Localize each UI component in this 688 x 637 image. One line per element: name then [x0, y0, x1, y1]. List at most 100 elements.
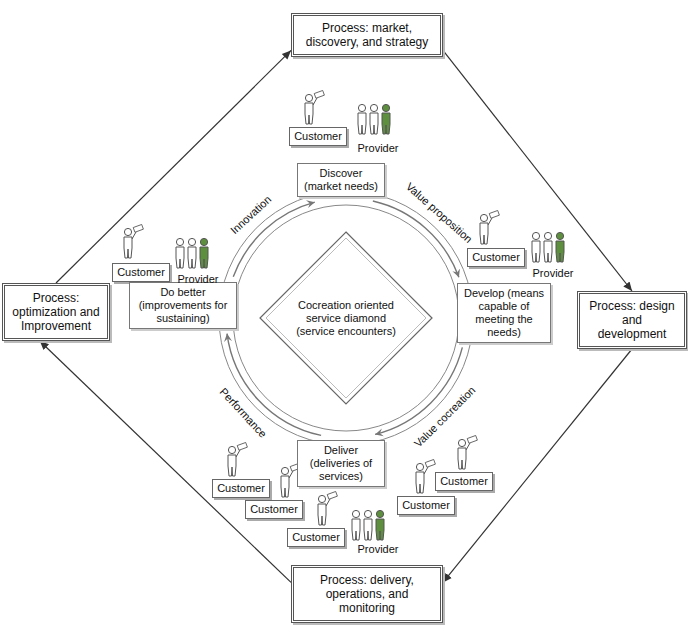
person-body	[358, 113, 366, 134]
node-text: Do better (improvements for sustaining)	[134, 286, 232, 325]
customer-box: Customer	[435, 472, 493, 491]
person-head	[544, 232, 551, 239]
customer-box: Customer	[245, 500, 303, 519]
person-head	[228, 446, 235, 453]
node-text: Customer	[470, 251, 522, 264]
person-head	[124, 228, 131, 235]
person-head	[305, 94, 312, 101]
person-arm	[488, 218, 492, 225]
node-text: Process: optimization and Improvement	[11, 291, 101, 333]
person-arm	[289, 471, 293, 478]
edge-label: Value proposition	[403, 180, 475, 246]
person-figure	[416, 459, 435, 493]
edge-label: Innovation	[228, 193, 274, 237]
ring-outer	[219, 191, 473, 445]
node-text: Customer	[292, 130, 344, 143]
process-box: Process: delivery, operations, and monit…	[291, 565, 443, 623]
person-body	[352, 519, 360, 540]
provider-label: Provider	[533, 267, 574, 280]
node-text: Deliver (deliveries of services)	[302, 444, 380, 483]
person-body	[480, 223, 488, 244]
ring-inner	[233, 205, 459, 431]
node-text: Discover (market needs)	[302, 167, 380, 193]
service-diamond: Cocreation oriented service diamond (ser…	[258, 230, 434, 406]
person-figure	[532, 232, 540, 262]
person-body	[200, 247, 208, 268]
node-text: Customer	[248, 503, 300, 516]
node-text: Customer	[290, 531, 342, 544]
person-head	[176, 238, 183, 245]
customer-box: Customer	[397, 496, 455, 515]
person-arm	[236, 450, 240, 457]
person-figure	[376, 510, 384, 540]
customer-box: Customer	[287, 528, 345, 547]
stage-box: Do better (improvements for sustaining)	[129, 282, 237, 329]
person-head	[382, 104, 389, 111]
person-head	[370, 104, 377, 111]
node-text: Process: market, discovery, and strategy	[300, 21, 434, 49]
person-body	[370, 113, 378, 134]
person-head	[416, 463, 423, 470]
person-body	[281, 476, 289, 497]
person-body	[188, 247, 196, 268]
money-bill	[314, 90, 324, 98]
customer-box: Customer	[212, 479, 270, 498]
node-text: Cocreation oriented service diamond (ser…	[294, 299, 398, 338]
person-head	[188, 238, 195, 245]
person-head	[364, 510, 371, 517]
person-figure	[358, 104, 366, 134]
money-bill	[489, 210, 499, 218]
stage-box: Deliver (deliveries of services)	[297, 440, 385, 487]
node-text: Customer	[400, 499, 452, 512]
person-head	[556, 232, 563, 239]
money-bill	[327, 491, 337, 499]
person-head	[458, 439, 465, 446]
person-arm	[132, 232, 136, 239]
money-bill	[133, 224, 143, 232]
person-body	[532, 241, 540, 262]
person-body	[376, 519, 384, 540]
person-body	[556, 241, 564, 262]
node-text: Process: design and development	[586, 299, 678, 341]
diamond-inner-line	[266, 238, 426, 398]
person-figure	[382, 104, 390, 134]
person-body	[228, 455, 236, 476]
person-body	[305, 103, 313, 124]
diamond-shape	[260, 232, 432, 404]
person-body	[176, 247, 184, 268]
person-head	[480, 214, 487, 221]
person-body	[382, 113, 390, 134]
provider-label: Provider	[178, 273, 219, 286]
person-head	[352, 510, 359, 517]
person-figure	[556, 232, 564, 262]
person-figure	[544, 232, 552, 262]
person-head	[532, 232, 539, 239]
person-head	[281, 467, 288, 474]
person-head	[358, 104, 365, 111]
person-figure	[318, 491, 337, 525]
provider-label: Provider	[358, 543, 399, 556]
process-box: Process: design and development	[577, 291, 687, 349]
person-head	[200, 238, 207, 245]
person-body	[416, 472, 424, 493]
money-bill	[425, 459, 435, 467]
customer-box: Customer	[467, 248, 525, 267]
node-text: Develop (means capable of meeting the ne…	[462, 287, 546, 339]
person-figure	[200, 238, 208, 268]
person-figure	[458, 435, 477, 469]
process-arrow	[443, 349, 632, 582]
person-figure	[370, 104, 378, 134]
person-arm	[313, 98, 317, 105]
person-figure	[480, 210, 499, 244]
person-head	[318, 495, 325, 502]
person-arm	[424, 467, 428, 474]
person-arm	[326, 499, 330, 506]
customer-box: Customer	[112, 263, 170, 282]
process-box: Process: market, discovery, and strategy	[291, 13, 443, 57]
person-body	[318, 504, 326, 525]
person-figure	[352, 510, 360, 540]
node-text: Customer	[215, 482, 267, 495]
person-figure	[176, 238, 184, 268]
person-figure	[305, 90, 324, 124]
